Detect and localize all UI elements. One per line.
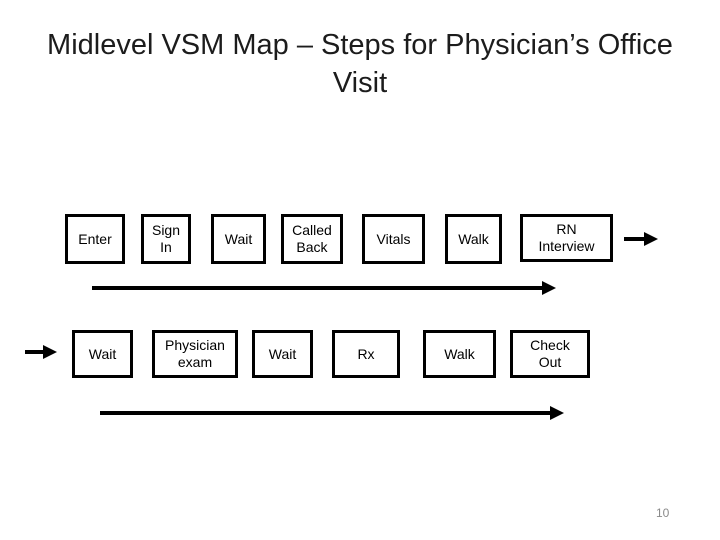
flow-step-label: Called Back	[292, 222, 332, 255]
flow-step-sign-in: Sign In	[141, 214, 191, 264]
flow-step-wait-1: Wait	[211, 214, 266, 264]
flow-step-check-out: Check Out	[510, 330, 590, 378]
flow-step-label: Rx	[357, 345, 375, 362]
flow-step-walk-1: Walk	[445, 214, 502, 264]
slide-title: Midlevel VSM Map – Steps for Physician’s…	[47, 29, 673, 99]
flow-step-label: Wait	[268, 345, 297, 362]
flow-step-wait-2: Wait	[72, 330, 133, 378]
flow-step-label: Sign In	[151, 222, 181, 255]
flow-step-label: Vitals	[376, 230, 411, 247]
flow-step-label: Check Out	[530, 337, 570, 370]
flow-step-walk-2: Walk	[423, 330, 496, 378]
page-number: 10	[656, 506, 670, 520]
flow-step-label: Walk	[444, 345, 475, 362]
flow-step-called-back: Called Back	[281, 214, 343, 264]
flow-step-rx: Rx	[332, 330, 400, 378]
flow-step-rn-interview: RN Interview	[520, 214, 613, 262]
flow-step-label: Physician exam	[165, 337, 225, 370]
flow-step-physician-exam: Physician exam	[152, 330, 238, 378]
flow-step-label: Wait	[224, 230, 253, 247]
flow-step-label: Wait	[88, 345, 117, 362]
flow-step-label: RN Interview	[538, 221, 595, 254]
flow-step-label: Walk	[458, 230, 489, 247]
flow-step-label: Enter	[78, 230, 112, 247]
flow-step-wait-3: Wait	[252, 330, 313, 378]
flow-step-enter: Enter	[65, 214, 125, 264]
flow-step-vitals: Vitals	[362, 214, 425, 264]
